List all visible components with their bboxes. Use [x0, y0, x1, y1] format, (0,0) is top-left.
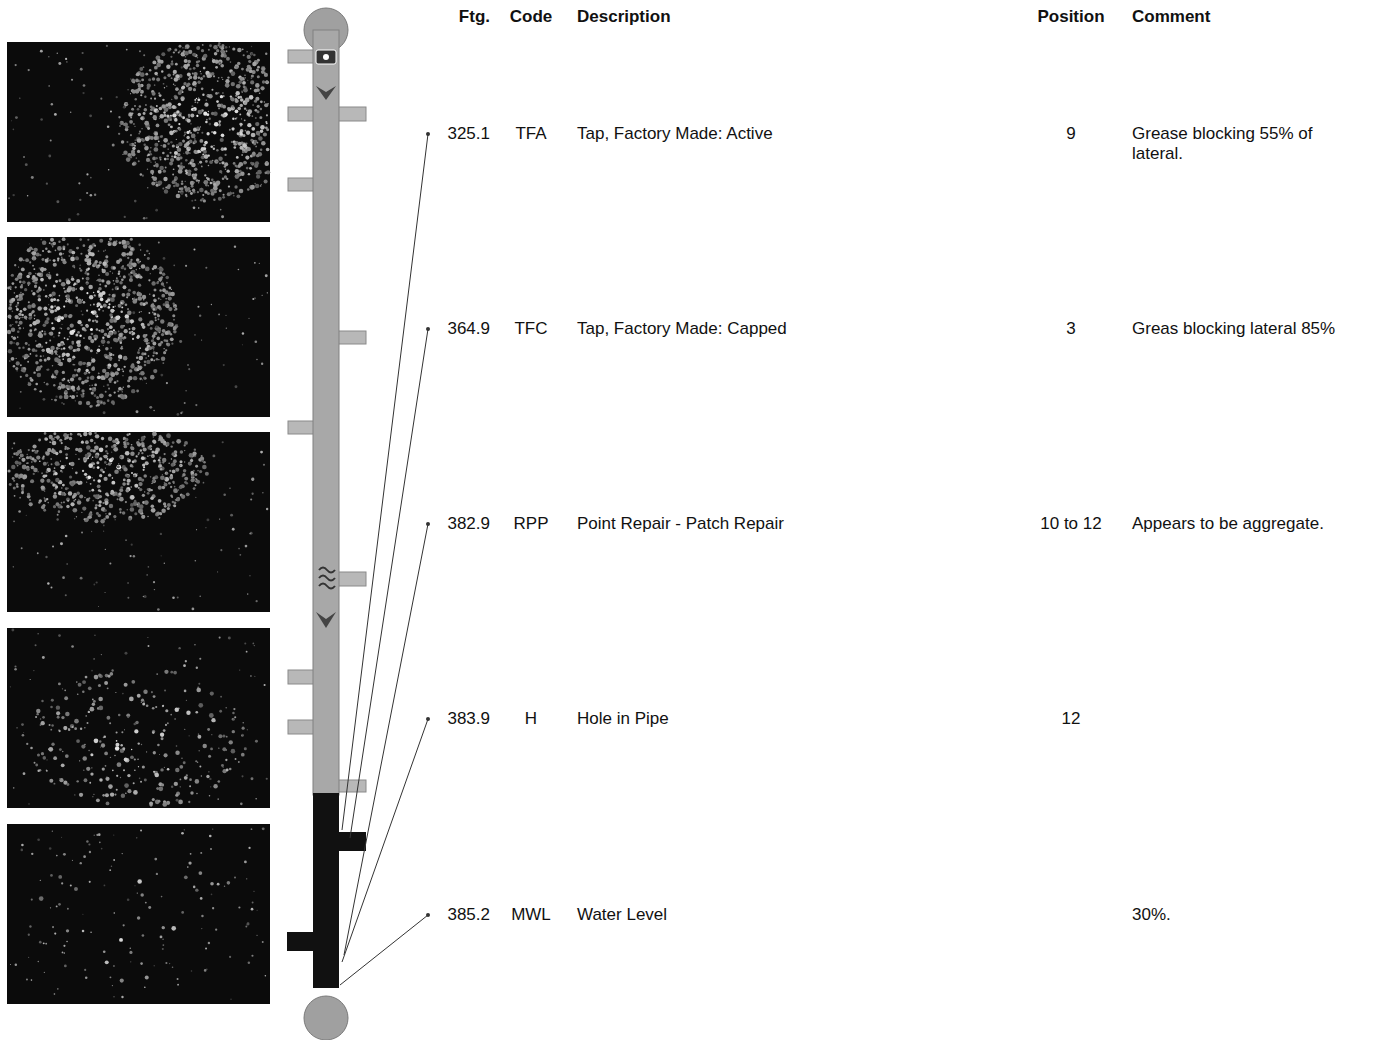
inspection-comment: Appears to be aggregate.: [1132, 514, 1324, 534]
column-header: Comment: [1132, 7, 1210, 27]
cctv-photo: [7, 42, 270, 222]
defect-code: H: [496, 709, 566, 729]
inspection-comment: Greas blocking lateral 85%: [1132, 319, 1335, 339]
cctv-photo: [7, 237, 270, 417]
column-header: Ftg.: [440, 7, 490, 27]
defect-code: TFC: [496, 319, 566, 339]
inspection-comment: Grease blocking 55% of lateral.: [1132, 124, 1347, 164]
cctv-photo: [7, 628, 270, 808]
column-header: Code: [496, 7, 566, 27]
clock-position: 3: [1011, 319, 1131, 339]
defect-description: Tap, Factory Made: Active: [577, 124, 773, 144]
column-header: Description: [577, 7, 671, 27]
column-header: Position: [1023, 7, 1119, 27]
footage-value: 383.9: [420, 709, 490, 729]
cctv-photos: [7, 42, 270, 1004]
defect-code: TFA: [496, 124, 566, 144]
cctv-photo: [7, 824, 270, 1004]
footage-value: 325.1: [420, 124, 490, 144]
defect-code: RPP: [496, 514, 566, 534]
leader-lines: [340, 132, 430, 985]
footage-value: 385.2: [420, 905, 490, 925]
inspection-comment: 30%.: [1132, 905, 1171, 925]
defect-description: Point Repair - Patch Repair: [577, 514, 784, 534]
defect-description: Water Level: [577, 905, 667, 925]
cctv-photo: [7, 431, 270, 612]
clock-position: 9: [1011, 124, 1131, 144]
defect-description: Hole in Pipe: [577, 709, 669, 729]
clock-position: 12: [1011, 709, 1131, 729]
defect-description: Tap, Factory Made: Capped: [577, 319, 787, 339]
footage-value: 382.9: [420, 514, 490, 534]
pipe-strip: [287, 8, 366, 1040]
footage-value: 364.9: [420, 319, 490, 339]
defect-code: MWL: [496, 905, 566, 925]
clock-position: 10 to 12: [1011, 514, 1131, 534]
